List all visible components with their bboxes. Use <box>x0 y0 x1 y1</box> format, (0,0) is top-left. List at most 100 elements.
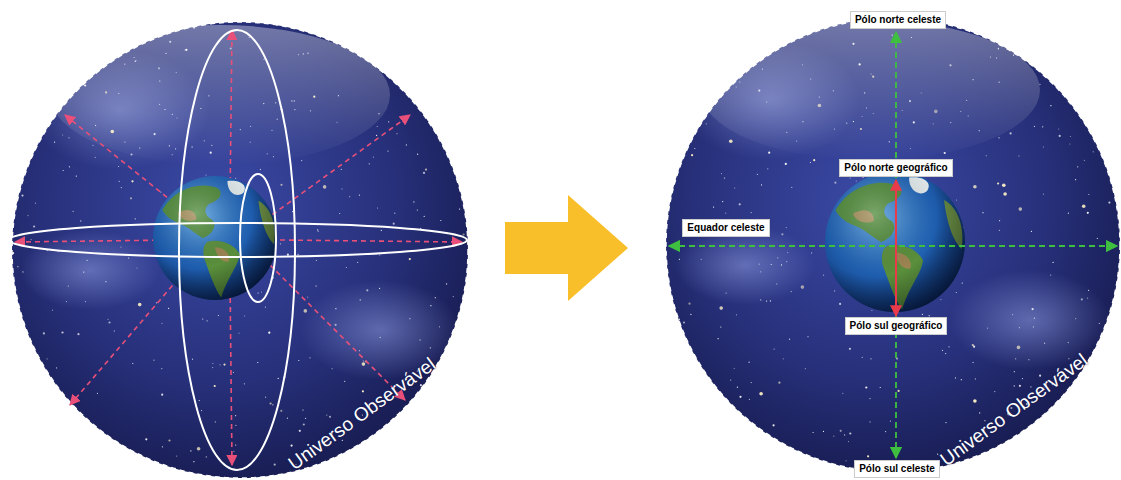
star <box>729 139 733 143</box>
star <box>233 451 234 452</box>
star <box>979 412 980 413</box>
star <box>130 197 132 199</box>
star <box>359 350 360 351</box>
star <box>176 456 177 457</box>
star <box>955 377 956 378</box>
star <box>440 220 441 221</box>
star <box>844 434 845 435</box>
star <box>380 337 381 338</box>
star <box>719 306 723 310</box>
star <box>257 362 258 363</box>
star <box>430 305 431 306</box>
star <box>138 303 142 307</box>
star <box>362 390 364 392</box>
star <box>326 414 327 415</box>
star <box>688 303 690 305</box>
star <box>865 386 867 388</box>
star <box>940 299 941 300</box>
star <box>341 188 342 189</box>
pole-label: Pólo sul celeste <box>854 460 940 478</box>
star <box>424 216 425 217</box>
star <box>975 378 976 379</box>
star <box>376 135 377 136</box>
star <box>220 364 221 365</box>
star <box>83 272 84 273</box>
star <box>235 415 236 416</box>
star <box>734 368 735 369</box>
star <box>35 203 36 204</box>
star <box>997 182 999 184</box>
star <box>922 314 923 315</box>
star <box>890 421 891 422</box>
star <box>439 326 440 327</box>
star <box>52 310 53 311</box>
star <box>207 320 208 321</box>
star <box>1075 179 1076 180</box>
star <box>335 308 336 309</box>
star <box>813 432 814 433</box>
star <box>751 212 752 213</box>
star <box>339 213 340 214</box>
star <box>999 220 1000 221</box>
star <box>212 367 213 368</box>
star <box>842 393 843 394</box>
star <box>776 283 777 284</box>
star <box>298 360 299 361</box>
star <box>1088 290 1089 291</box>
star <box>973 399 977 403</box>
star <box>849 432 851 434</box>
star <box>1034 126 1035 127</box>
star <box>161 368 162 369</box>
star <box>318 231 319 232</box>
star <box>1087 298 1088 299</box>
star <box>417 209 418 210</box>
star <box>1068 213 1069 214</box>
star <box>268 332 270 334</box>
star <box>63 170 64 171</box>
star <box>813 159 815 161</box>
star <box>244 315 245 316</box>
star <box>62 134 63 135</box>
star <box>778 382 780 384</box>
star <box>388 121 389 122</box>
star <box>751 382 752 383</box>
star <box>33 225 35 227</box>
star <box>270 402 272 404</box>
star <box>987 328 988 329</box>
star <box>1034 318 1035 319</box>
star <box>17 266 18 267</box>
star <box>870 421 871 422</box>
star <box>201 410 202 411</box>
star <box>280 243 281 244</box>
star <box>849 348 851 350</box>
star <box>298 254 299 255</box>
star <box>760 271 761 272</box>
star <box>1059 135 1061 137</box>
star <box>280 410 282 412</box>
star <box>192 359 193 360</box>
star <box>706 123 707 124</box>
star <box>61 331 63 333</box>
star <box>121 187 122 188</box>
star <box>280 184 282 186</box>
star <box>870 358 871 359</box>
star <box>463 233 465 235</box>
star <box>867 455 869 457</box>
star <box>235 444 236 445</box>
star <box>850 177 851 178</box>
star <box>92 145 93 146</box>
star <box>846 460 847 461</box>
star <box>212 363 213 364</box>
star <box>948 346 949 347</box>
star <box>1019 327 1020 328</box>
star <box>840 430 842 432</box>
star <box>68 137 69 138</box>
star <box>785 163 787 165</box>
star <box>168 308 169 309</box>
star <box>287 418 288 419</box>
star <box>1017 346 1021 350</box>
star <box>80 220 81 221</box>
star <box>725 213 726 214</box>
star <box>272 404 273 405</box>
star <box>76 176 77 177</box>
